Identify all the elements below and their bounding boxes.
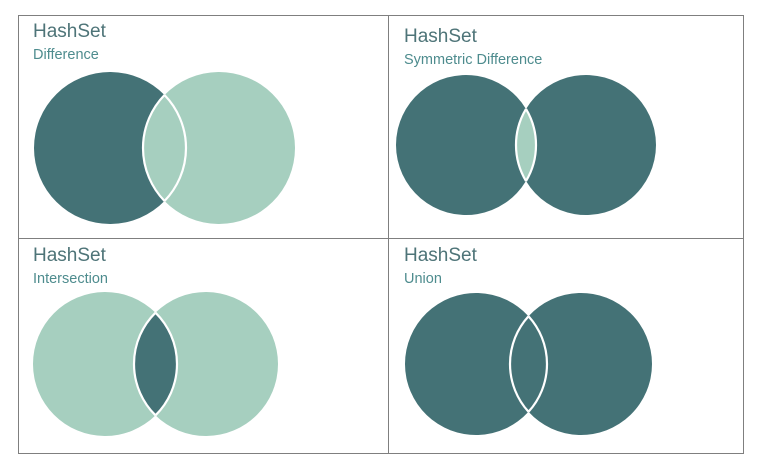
horizontal-divider <box>18 238 744 239</box>
intersection-region <box>516 108 536 182</box>
panel-symmetric-difference: HashSet Symmetric Difference <box>395 26 656 215</box>
left-set-region <box>33 291 156 436</box>
panel-title: HashSet <box>33 245 106 266</box>
diagram-frame <box>18 15 744 454</box>
intersection-region <box>510 316 547 412</box>
right-circle-inner-arc <box>514 108 527 182</box>
left-circle-inner-arc <box>154 311 179 417</box>
left-set-region <box>405 292 529 435</box>
right-set-region <box>164 72 295 224</box>
right-set-region <box>155 292 278 436</box>
panel-subtitle: Symmetric Difference <box>404 52 543 68</box>
venn-diagram-difference <box>34 72 295 224</box>
left-set-region <box>34 72 165 224</box>
intersection-region <box>134 312 177 416</box>
panel-subtitle: Difference <box>33 47 99 63</box>
left-set-region <box>395 75 526 215</box>
panel-intersection: HashSet Intersection <box>33 245 278 436</box>
panel-subtitle: Intersection <box>33 271 108 287</box>
venn-diagram-symmetric-difference <box>395 74 656 215</box>
intersection-region <box>142 95 187 201</box>
vertical-divider <box>388 15 389 454</box>
left-circle-inner-arc <box>525 108 538 182</box>
left-circle-inner-arc <box>163 94 188 202</box>
right-set-region <box>528 293 652 435</box>
venn-diagram-intersection <box>33 291 278 436</box>
panel-title: HashSet <box>404 245 477 266</box>
panel-difference: HashSet Difference <box>0 0 388 238</box>
left-circle-inner-arc <box>527 315 549 413</box>
panel-subtitle: Union <box>404 271 442 287</box>
panel-title: HashSet <box>33 21 106 42</box>
right-circle-inner-arc <box>132 311 157 417</box>
right-set-region <box>526 74 656 215</box>
right-circle-inner-arc <box>508 315 530 413</box>
right-circle-inner-arc <box>141 94 166 202</box>
panel-title: HashSet <box>404 26 477 47</box>
